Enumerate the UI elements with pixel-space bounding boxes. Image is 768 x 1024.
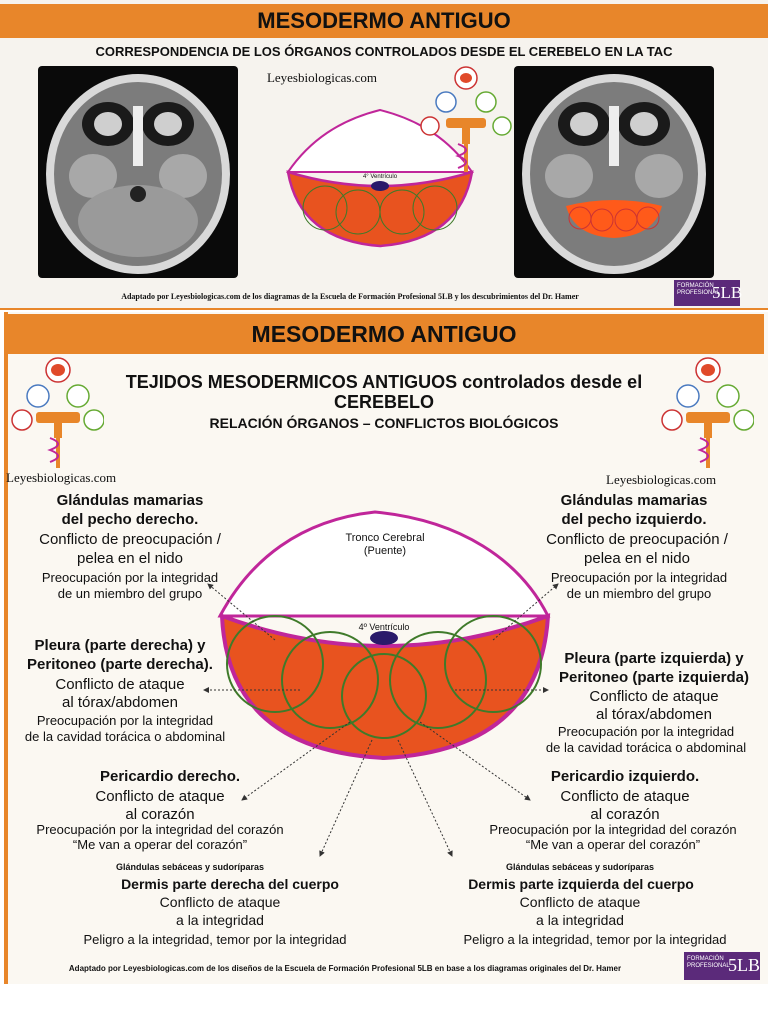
right-pleura-desc-2: de la cavidad torácica o abdominal	[545, 740, 747, 755]
bottom-logo-big: 5LB	[728, 955, 761, 975]
right-mama-desc-2: de un miembro del grupo	[566, 586, 712, 601]
left-mama-title-1: Glándulas mamarias	[56, 492, 204, 509]
left-pleura-conflict-2: al tórax/abdomen	[62, 694, 178, 711]
bottom-heading-1: TEJIDOS MESODERMICOS ANTIGUOS controlado…	[125, 372, 643, 392]
left-derm-small: Glándulas sebáceas y sudoríparas	[115, 862, 265, 872]
ct-scan-left-image	[46, 74, 230, 274]
left-pleura-title-1: Pleura (parte derecha) y	[34, 637, 206, 654]
right-peri-title: Pericardio izquierdo.	[550, 768, 700, 785]
bottom-watermark-left: Leyesbiologicas.com	[6, 470, 117, 485]
top-logo-small: FORMACIÓN PROFESIONAL	[677, 283, 720, 296]
left-derm-title: Dermis parte derecha del cuerpo	[121, 876, 339, 892]
cerebellum-shape	[219, 613, 551, 761]
bottom-heading-2: CEREBELO	[333, 392, 434, 412]
right-pleura-title-1: Pleura (parte izquierda) y	[564, 650, 744, 667]
right-derm-conflict-2: a la integridad	[536, 912, 624, 928]
bottom-logo: FORMACIÓN PROFESIONAL 5LB	[684, 952, 760, 980]
bottom-title: MESODERMO ANTIGUO	[251, 321, 517, 347]
right-derm-desc: Peligro a la integridad, temor por la in…	[463, 932, 727, 947]
top-logo: FORMACIÓN PROFESIONAL 5LB	[674, 280, 743, 306]
brainstem-label-1: Tronco Cerebral	[345, 532, 425, 544]
ct-scan-right-image	[522, 74, 706, 274]
left-peri-desc-2: “Me van a operar del corazón”	[72, 837, 248, 852]
left-peri-title: Pericardio derecho.	[99, 768, 241, 785]
right-pleura-conflict-1: Conflicto de ataque	[589, 688, 719, 705]
top-footer: Adaptado por Leyesbiologicas.com de los …	[121, 292, 579, 301]
bottom-footer: Adaptado por Leyesbiologicas.com de los …	[68, 964, 622, 973]
bottom-logo-small: FORMACIÓN PROFESIONAL	[687, 956, 730, 969]
bottom-banner: MESODERMO ANTIGUO	[4, 314, 764, 354]
right-peri-desc-2: “Me van a operar del corazón”	[525, 837, 701, 852]
left-derm-conflict-2: a la integridad	[176, 912, 264, 928]
left-peri-desc-1: Preocupación por la integridad del coraz…	[36, 822, 284, 837]
right-pleura-desc-1: Preocupación por la integridad	[557, 724, 735, 739]
right-derm-small: Glándulas sebáceas y sudoríparas	[505, 862, 655, 872]
left-peri-conflict-1: Conflicto de ataque	[95, 788, 225, 805]
caduceus-icon	[47, 430, 60, 468]
caduceus-icon	[455, 136, 468, 172]
right-pleura-title-2: Peritoneo (parte izquierda)	[558, 669, 750, 686]
brain-icon	[454, 66, 478, 90]
right-peri-desc-1: Preocupación por la integridad del coraz…	[489, 822, 737, 837]
left-derm-conflict-1: Conflicto de ataque	[159, 894, 281, 910]
left-mama-desc-1: Preocupación por la integridad	[41, 570, 219, 585]
gavel-icon	[36, 412, 80, 438]
left-mama-desc-2: de un miembro del grupo	[57, 586, 203, 601]
bottom-heading-3: RELACIÓN ÓRGANOS – CONFLICTOS BIOLÓGICOS	[209, 415, 559, 431]
top-banner: MESODERMO ANTIGUO	[0, 4, 768, 38]
icon-cluster-top	[420, 66, 512, 172]
top-subtitle: CORRESPONDENCIA DE LOS ÓRGANOS CONTROLAD…	[95, 44, 673, 59]
left-derm-desc: Peligro a la integridad, temor por la in…	[83, 932, 347, 947]
ventricle-label: 4º Ventrículo	[358, 622, 410, 632]
right-mama-conflict-2: pelea en el nido	[584, 550, 690, 567]
right-derm-conflict-1: Conflicto de ataque	[519, 894, 641, 910]
bottom-watermark-right: Leyesbiologicas.com	[606, 472, 717, 487]
left-pleura-desc-2: de la cavidad torácica o abdominal	[24, 729, 226, 744]
icon-cluster-right	[661, 357, 754, 468]
right-derm-title: Dermis parte izquierda del cuerpo	[468, 876, 694, 892]
cerebellum-diagram-top: 4° Ventrículo	[286, 108, 474, 248]
cerebellum-diagram-main	[203, 510, 559, 857]
right-mama-desc-1: Preocupación por la integridad	[550, 570, 728, 585]
fourth-ventricle	[370, 631, 398, 645]
ct-scan-left	[38, 66, 238, 278]
gavel-icon	[686, 412, 730, 438]
brainstem-label-2: (Puente)	[363, 545, 407, 557]
right-pleura-conflict-2: al tórax/abdomen	[596, 706, 712, 723]
left-peri-conflict-2: al corazón	[125, 806, 195, 823]
right-peri-conflict-2: al corazón	[590, 806, 660, 823]
right-peri-conflict-1: Conflicto de ataque	[560, 788, 690, 805]
left-pleura-conflict-1: Conflicto de ataque	[55, 676, 185, 693]
caduceus-icon	[697, 430, 710, 468]
top-watermark: Leyesbiologicas.com	[266, 70, 378, 85]
top-title: MESODERMO ANTIGUO	[257, 8, 511, 33]
right-mama-title-1: Glándulas mamarias	[560, 492, 708, 509]
ct-scan-right	[514, 66, 714, 278]
right-mama-title-2: del pecho izquierdo.	[561, 511, 707, 528]
brain-icon	[695, 357, 721, 383]
icon-cluster-left	[11, 357, 104, 468]
left-mama-title-2: del pecho derecho.	[61, 511, 199, 528]
left-mama-conflict-1: Conflicto de preocupación /	[39, 531, 221, 548]
brain-icon	[45, 357, 71, 383]
top-logo-big: 5LB	[712, 283, 743, 302]
right-mama-conflict-1: Conflicto de preocupación /	[546, 531, 728, 548]
left-pleura-title-2: Peritoneo (parte derecha).	[27, 656, 213, 673]
left-pleura-desc-1: Preocupación por la integridad	[36, 713, 214, 728]
left-mama-conflict-2: pelea en el nido	[77, 550, 183, 567]
gavel-icon	[446, 118, 486, 144]
top-ventricle-label: 4° Ventrículo	[363, 174, 398, 180]
